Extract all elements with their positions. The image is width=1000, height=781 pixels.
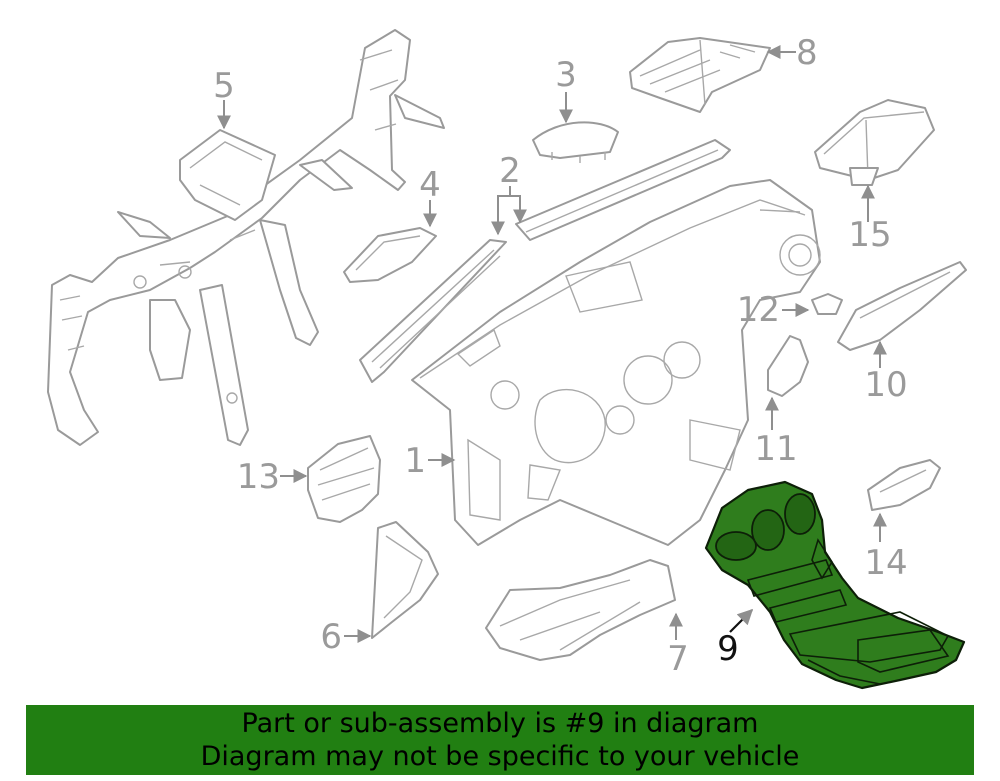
banner-line-2: Diagram may not be specific to your vehi… xyxy=(200,741,800,772)
callout-5: 5 xyxy=(213,66,235,106)
callout-8: 8 xyxy=(796,33,818,73)
part-4-vent[interactable] xyxy=(343,227,437,283)
callout-2: 2 xyxy=(499,151,521,191)
parts-diagram: 5 3 8 15 4 2 12 10 11 1 13 14 6 7 9 xyxy=(47,29,967,690)
part-10-trim[interactable] xyxy=(837,261,967,351)
part-9-console-highlighted[interactable] xyxy=(704,480,966,690)
callout-7: 7 xyxy=(667,639,689,679)
leader-lines xyxy=(217,45,887,643)
callout-14: 14 xyxy=(864,543,907,583)
part-11-bracket[interactable] xyxy=(767,335,809,397)
callout-6: 6 xyxy=(320,617,342,657)
banner-line-1: Part or sub-assembly is #9 in diagram xyxy=(241,708,759,739)
part-15-airbag[interactable] xyxy=(814,99,935,186)
callout-12: 12 xyxy=(737,290,780,330)
part-12-clip[interactable] xyxy=(811,293,843,315)
part-1-instrument-panel[interactable] xyxy=(411,179,821,546)
callout-13: 13 xyxy=(237,457,280,497)
part-7-bracket[interactable] xyxy=(485,559,676,661)
callout-4: 4 xyxy=(419,165,441,205)
callout-1: 1 xyxy=(404,441,426,481)
part-5-crossbeam[interactable] xyxy=(47,29,445,446)
part-8-module[interactable] xyxy=(629,37,771,113)
part-14-vent[interactable] xyxy=(867,459,941,511)
callout-3: 3 xyxy=(555,55,577,95)
callout-10: 10 xyxy=(864,365,907,405)
part-3-cover[interactable] xyxy=(532,121,619,163)
callout-9-selected: 9 xyxy=(717,629,739,669)
callout-11: 11 xyxy=(754,429,797,469)
part-2-defroster-strips[interactable] xyxy=(359,139,731,383)
callout-15: 15 xyxy=(848,215,891,255)
part-6-side-panel[interactable] xyxy=(371,521,439,639)
callout-labels: 5 3 8 15 4 2 12 10 11 1 13 14 6 7 9 xyxy=(213,33,907,679)
part-13-vent[interactable] xyxy=(307,435,381,523)
info-banner: Part or sub-assembly is #9 in diagram Di… xyxy=(26,705,974,775)
